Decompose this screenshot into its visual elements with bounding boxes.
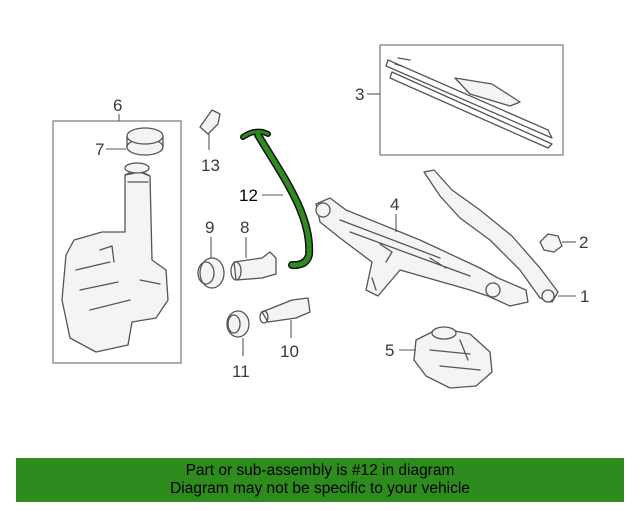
reservoir-cap-top <box>126 127 164 145</box>
wiper-linkage-4-group: 4 <box>315 195 529 307</box>
linkage-pivot-left <box>315 202 331 218</box>
clip-13 <box>199 109 221 135</box>
filler-neck <box>124 162 150 174</box>
info-banner: Part or sub-assembly is #12 in diagram D… <box>16 458 624 502</box>
washer-hose-outline <box>254 131 314 270</box>
linkage-pivot-right <box>485 282 501 298</box>
callout-11: 11 <box>232 362 250 381</box>
wiper-linkage-details <box>339 219 471 291</box>
wiper-arm <box>423 169 559 303</box>
clip-13-group: 13 <box>199 109 221 175</box>
callout-8: 8 <box>240 218 249 237</box>
callout-1: 1 <box>580 287 589 306</box>
grommet-9-inner <box>197 261 215 285</box>
grommet-9 <box>199 257 225 289</box>
wiper-blade-box <box>379 44 564 156</box>
level-sensor <box>261 297 311 323</box>
washer-hose-12 <box>255 132 312 268</box>
wiper-blade-adapter <box>454 77 521 107</box>
wiper-linkage <box>315 197 529 307</box>
callout-10: 10 <box>280 342 299 361</box>
washer-tank <box>61 171 169 353</box>
wiper-arm-pivot <box>541 289 555 303</box>
washer-reservoir-group: 6 7 <box>52 96 182 364</box>
washer-pump-8-group: 8 <box>230 218 277 281</box>
washer-pump-end <box>230 261 242 281</box>
reservoir-box <box>52 120 182 364</box>
callout-5: 5 <box>385 341 394 360</box>
callout-3: 3 <box>355 85 364 104</box>
callout-4: 4 <box>390 195 399 214</box>
nut-2 <box>539 233 563 253</box>
level-sensor-10-group: 10 <box>259 297 311 361</box>
grommet-11-inner <box>227 314 241 334</box>
grommet-11 <box>226 310 250 338</box>
callout-9: 9 <box>205 218 214 237</box>
grommet-11-group: 11 <box>226 310 250 381</box>
wiper-arm-1-group: 1 <box>423 169 589 306</box>
wiper-blade-strip <box>385 59 553 139</box>
washer-hose-12-group: 12 <box>239 128 314 270</box>
banner-line-1: Part or sub-assembly is #12 in diagram <box>185 462 455 479</box>
callout-2: 2 <box>579 233 588 252</box>
nut-2-group: 2 <box>539 233 588 253</box>
callout-12: 12 <box>239 186 258 205</box>
grommet-9-group: 9 <box>197 218 225 289</box>
wiper-motor-details <box>429 339 481 371</box>
washer-hose-top <box>241 130 270 139</box>
wiper-motor-5-group: 5 <box>385 326 493 389</box>
callout-6: 6 <box>113 96 122 115</box>
callout-13: 13 <box>201 156 220 175</box>
wiper-blade-end <box>394 57 411 67</box>
banner-line-2: Diagram may not be specific to your vehi… <box>170 480 470 497</box>
callout-7: 7 <box>95 140 104 159</box>
wiper-blade-group: 3 <box>355 44 564 156</box>
wiper-blade-rubber <box>389 71 553 149</box>
level-sensor-end <box>259 310 269 324</box>
washer-pump <box>233 251 277 281</box>
wiper-motor-shaft <box>431 326 457 340</box>
